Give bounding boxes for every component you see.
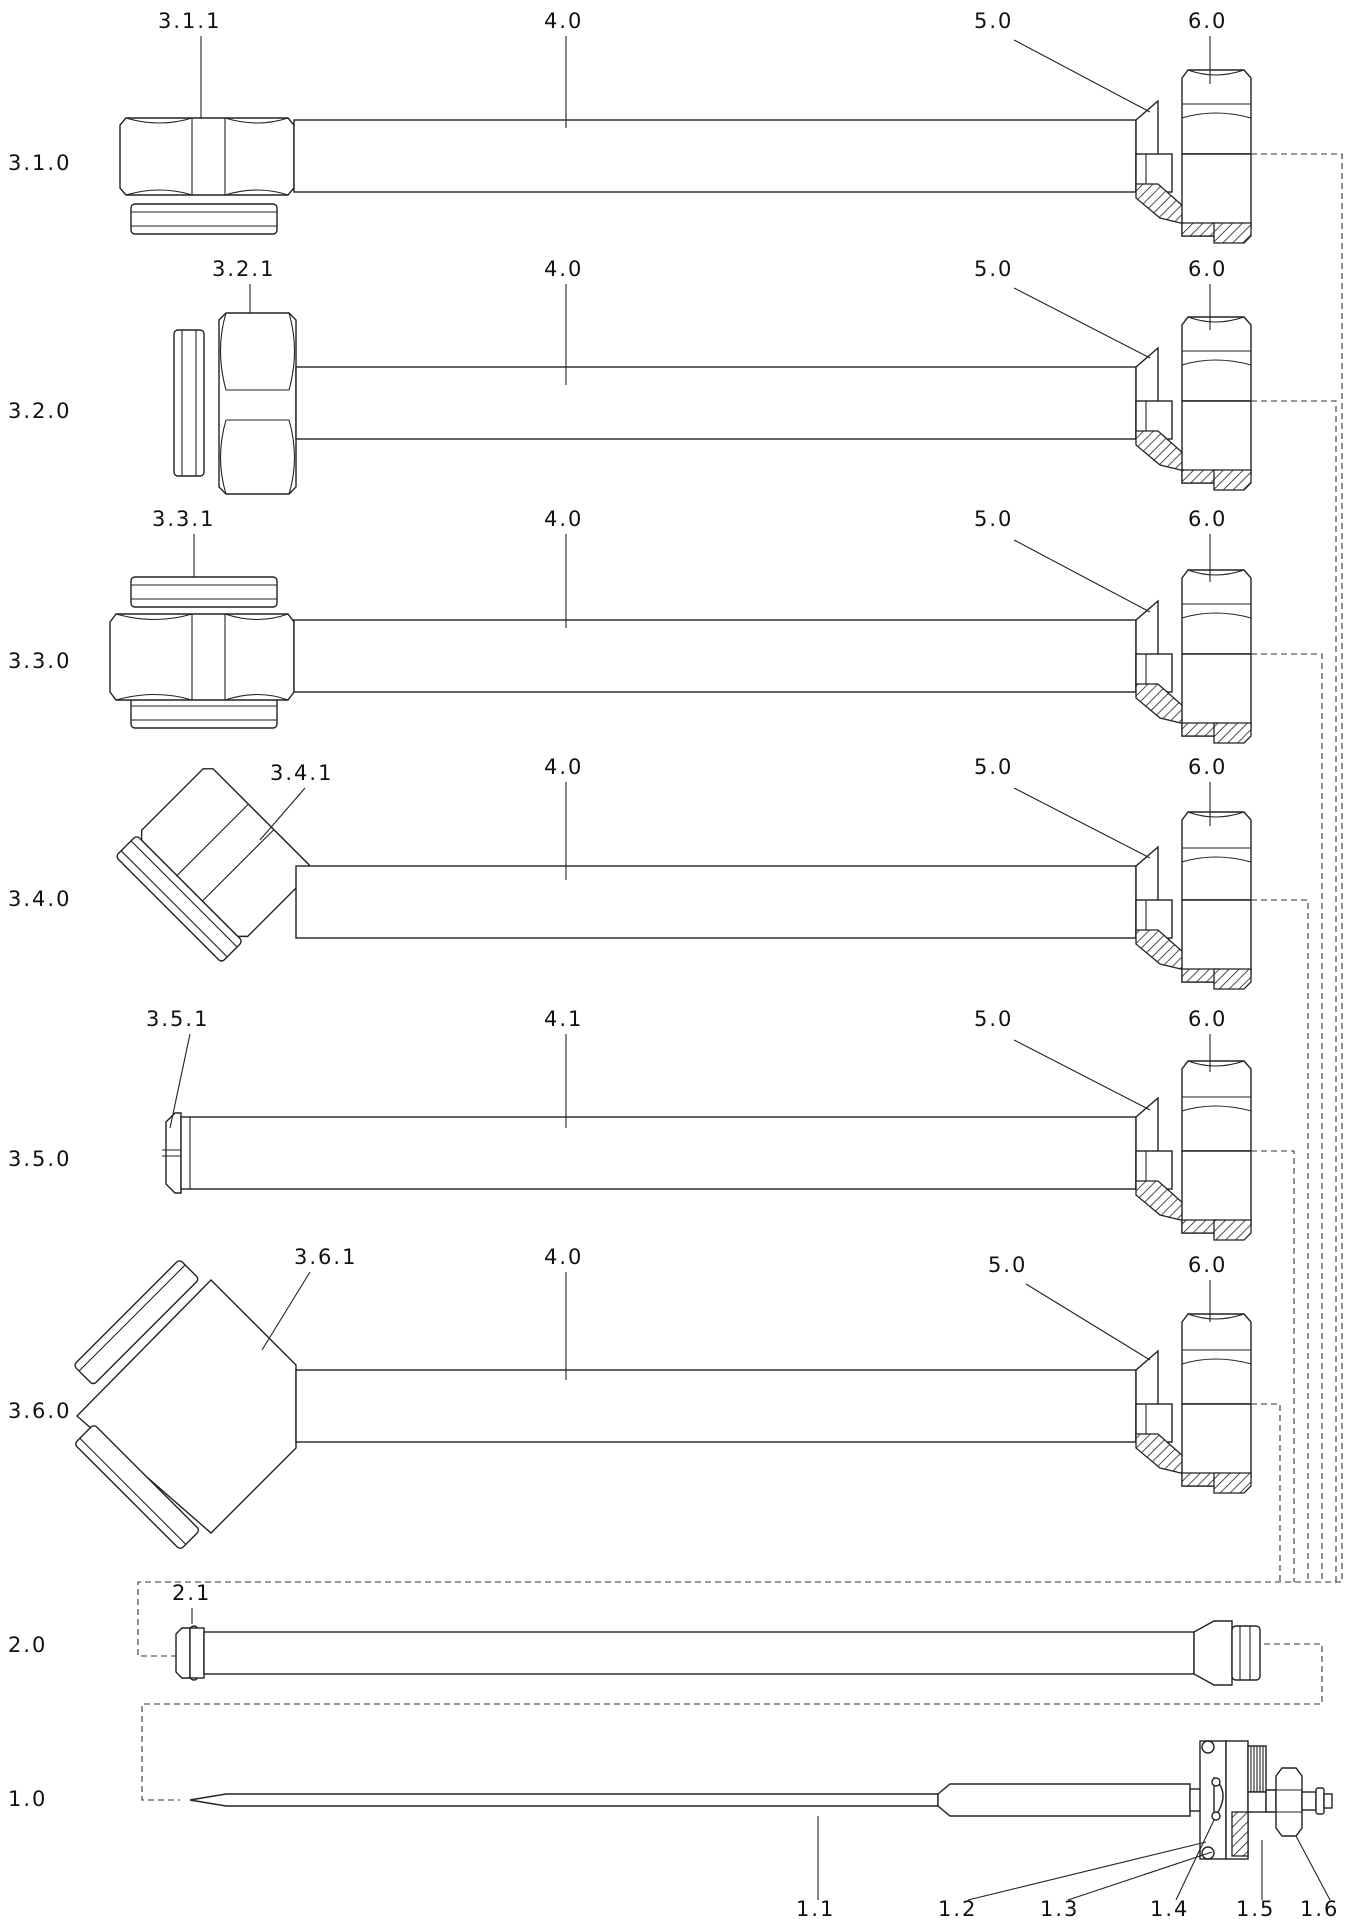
row-label: 3.2.0 xyxy=(8,399,71,423)
rod xyxy=(295,366,1137,440)
row-label: 1.0 xyxy=(8,1787,47,1811)
routing-lines xyxy=(137,153,1343,1801)
angled-fitting xyxy=(116,768,310,962)
assembly-row-3-2-0: 3.2.0 3.2.1 4.0 5.0 6.0 xyxy=(8,257,1252,495)
nut-label: 6.0 xyxy=(1188,507,1227,531)
cone-label: 5.0 xyxy=(974,755,1013,779)
tube xyxy=(203,1631,1195,1675)
union-nut xyxy=(1181,811,1252,901)
row-label: 3.6.0 xyxy=(8,1399,71,1423)
rod-label: 4.0 xyxy=(544,755,583,779)
thread-collar-top xyxy=(130,576,278,608)
probe-tip xyxy=(189,1793,939,1807)
cone-label: 5.0 xyxy=(974,507,1013,531)
assembly-row-3-4-0: 3.4.0 3.4.1 4.0 5.0 6.0 xyxy=(8,755,1252,990)
part-label: 1.3 xyxy=(1040,1897,1079,1921)
rod xyxy=(180,1116,1137,1190)
part-label: 1.6 xyxy=(1300,1897,1339,1921)
thread-collar xyxy=(130,203,278,235)
nut-label: 6.0 xyxy=(1188,755,1227,779)
rod-label: 4.0 xyxy=(544,507,583,531)
part-label: 3.4.1 xyxy=(270,761,333,785)
probe-body xyxy=(937,1783,1191,1817)
rod-label: 4.0 xyxy=(544,257,583,281)
part-label: 1.1 xyxy=(796,1897,835,1921)
nut-label: 6.0 xyxy=(1188,1253,1227,1277)
part-label: 1.4 xyxy=(1150,1897,1189,1921)
cone-label: 5.0 xyxy=(988,1253,1027,1277)
rod xyxy=(295,1369,1137,1443)
part-label: 2.1 xyxy=(172,1581,211,1605)
row-label: 3.4.0 xyxy=(8,887,71,911)
union-nut xyxy=(1181,569,1252,655)
cone-label: 5.0 xyxy=(974,257,1013,281)
rod-label: 4.1 xyxy=(544,1007,583,1031)
row-label: 2.0 xyxy=(8,1633,47,1657)
part-label: 3.5.1 xyxy=(146,1007,209,1031)
hex-nut xyxy=(1275,1767,1303,1837)
screw-head xyxy=(165,1112,182,1194)
rod-label: 4.0 xyxy=(544,9,583,33)
assembly-row-3-1-0: 3.1.0 3.1.1 4.0 5.0 6.0 xyxy=(8,9,1252,244)
assembly-row-3-6-0: 3.6.0 3.6.1 4.0 5.0 6.0 xyxy=(8,1245,1252,1550)
thread-collar xyxy=(173,329,205,477)
hatched-washer xyxy=(1231,1811,1249,1857)
tube-fitting xyxy=(1193,1620,1233,1686)
rod xyxy=(293,619,1137,693)
hex-nut xyxy=(119,117,295,196)
probe-assembly-1-0: 1.0 1.1 1.2 1.3 1.4 1.5 1.6 xyxy=(8,1740,1339,1921)
part-label: 3.6.1 xyxy=(294,1245,357,1269)
part-label: 3.1.1 xyxy=(158,9,221,33)
rod xyxy=(295,865,1137,939)
rod xyxy=(293,119,1137,193)
union-nut xyxy=(1181,316,1252,402)
row-label: 3.1.0 xyxy=(8,151,71,175)
tee-body xyxy=(75,1279,297,1534)
nut-label: 6.0 xyxy=(1188,1007,1227,1031)
tube-collar xyxy=(189,1627,205,1679)
tube-assembly-2-0: 2.0 2.1 xyxy=(8,1581,1261,1686)
nut-label: 6.0 xyxy=(1188,9,1227,33)
union-nut xyxy=(1181,69,1252,155)
row-label: 3.3.0 xyxy=(8,649,71,673)
thread-collar-bottom xyxy=(130,697,278,729)
hex-nut xyxy=(218,312,297,495)
nut-label: 6.0 xyxy=(1188,257,1227,281)
tube-end-cap xyxy=(175,1627,191,1679)
row-label: 3.5.0 xyxy=(8,1147,71,1171)
part-label: 1.5 xyxy=(1236,1897,1275,1921)
assembly-row-3-3-0: 3.3.0 3.3.1 4.0 5.0 6.0 xyxy=(8,507,1252,744)
assembly-row-3-5-0: 3.5.0 3.5.1 4.1 5.0 6.0 xyxy=(8,1007,1252,1241)
cone-label: 5.0 xyxy=(974,1007,1013,1031)
cone-label: 5.0 xyxy=(974,9,1013,33)
rod-label: 4.0 xyxy=(544,1245,583,1269)
part-label: 3.2.1 xyxy=(212,257,275,281)
hex-nut xyxy=(109,613,295,701)
part-label: 3.3.1 xyxy=(152,507,215,531)
part-label: 1.2 xyxy=(938,1897,977,1921)
